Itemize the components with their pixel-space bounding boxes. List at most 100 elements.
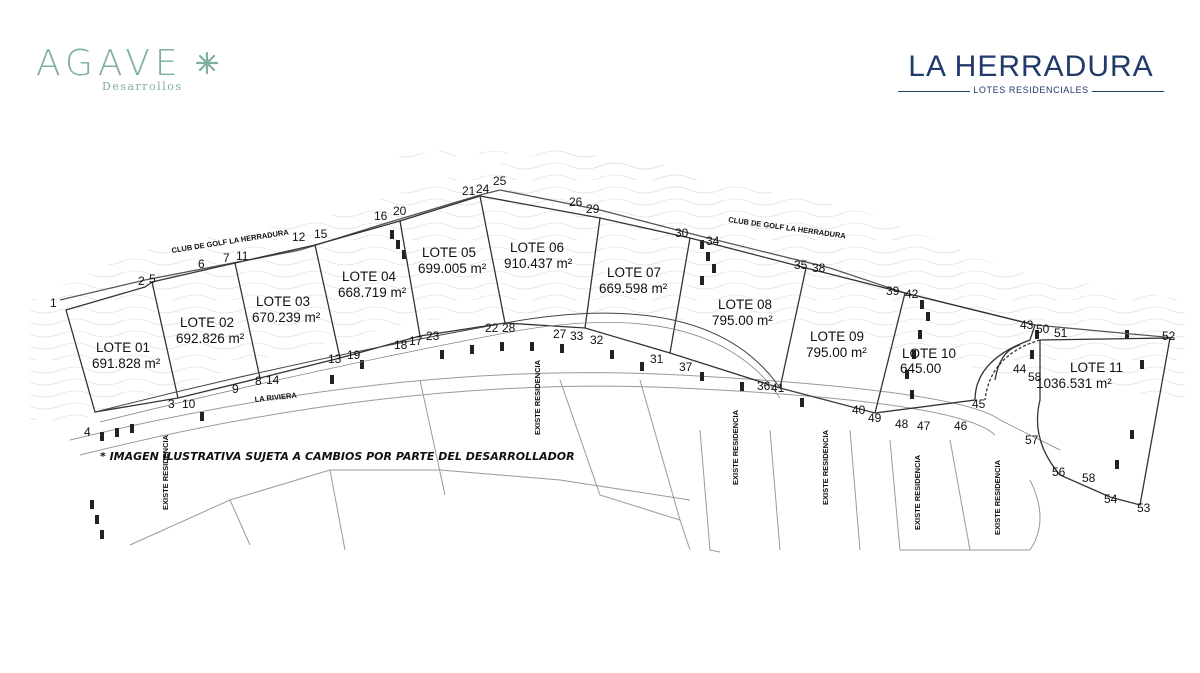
terrain-contours	[30, 150, 1185, 430]
inner-road-curve-2	[99, 321, 781, 423]
lot-09-area: 795.00 m²	[806, 345, 867, 360]
vertex-32: 32	[590, 333, 604, 347]
la-herradura-subtitle: LOTES RESIDENCIALES	[973, 85, 1089, 95]
la-herradura-title: LA HERRADURA	[908, 50, 1154, 83]
vertex-16: 16	[374, 209, 388, 223]
vertex-43: 43	[1020, 318, 1034, 332]
existe-residencia-2: EXISTE RESIDENCIA	[533, 359, 542, 435]
lot-01-area: 691.828 m²	[92, 356, 161, 371]
agave-wordmark: AGAVE	[36, 43, 183, 84]
vertex-25: 25	[493, 174, 507, 188]
vertex-28: 28	[502, 321, 516, 335]
vertex-31: 31	[650, 352, 664, 366]
existe-residencia-6: EXISTE RESIDENCIA	[993, 459, 1002, 535]
vertex-22: 22	[485, 321, 499, 335]
vertex-11: 11	[236, 249, 249, 263]
vertex-39: 39	[886, 284, 900, 298]
inner-road-curve	[94, 312, 876, 414]
vertex-58-a: 58	[1028, 370, 1042, 384]
logo-divider-right	[1092, 91, 1164, 92]
vertex-51: 51	[1054, 326, 1068, 340]
vertex-7: 7	[223, 251, 230, 265]
agave-logo: AGAVE Desarrollos	[36, 44, 226, 96]
vertex-27: 27	[553, 327, 567, 341]
lot-11-area: 1036.531 m²	[1036, 376, 1112, 391]
vertex-53: 53	[1137, 501, 1151, 515]
lot-04-area: 668.719 m²	[338, 285, 407, 300]
vertex-44: 44	[1013, 362, 1027, 376]
vertex-15: 15	[314, 227, 328, 241]
lot-04-name: LOTE 04	[342, 269, 397, 284]
vertex-13: 13	[328, 352, 342, 366]
vertex-41: 41	[771, 381, 785, 395]
vertex-37: 37	[679, 360, 693, 374]
vertex-38: 38	[812, 261, 826, 275]
vertex-52: 52	[1162, 329, 1176, 343]
lot-labels: LOTE 01 691.828 m² LOTE 02 692.826 m² LO…	[92, 240, 1123, 391]
vertex-3: 3	[168, 397, 175, 411]
lot-07-area: 669.598 m²	[599, 281, 668, 296]
vertex-33: 33	[570, 329, 584, 343]
lot-05-area: 699.005 m²	[418, 261, 487, 276]
existe-residencia-1: EXISTE RESIDENCIA	[161, 434, 170, 510]
lot-boundaries	[65, 195, 1171, 506]
lot-08-area: 795.00 m²	[712, 313, 773, 328]
lot-08-name: LOTE 08	[718, 297, 772, 312]
vertex-34: 34	[706, 234, 720, 248]
lot-09-name: LOTE 09	[810, 329, 864, 344]
vertex-1: 1	[50, 296, 57, 310]
vertex-50: 50	[1036, 322, 1050, 336]
existe-residencia-4: EXISTE RESIDENCIA	[821, 429, 830, 505]
vertex-21: 21	[462, 184, 476, 198]
vertex-30: 30	[675, 226, 689, 240]
vertex-58-b: 58	[1082, 471, 1096, 485]
vertex-40: 40	[852, 403, 866, 417]
existe-residencia-3: EXISTE RESIDENCIA	[731, 409, 740, 485]
vertex-48: 48	[895, 417, 909, 431]
agave-leaf-icon	[195, 51, 219, 75]
lot-02-name: LOTE 02	[180, 315, 234, 330]
vertex-4: 4	[84, 425, 91, 439]
vertex-19: 19	[347, 348, 361, 362]
vertex-2: 2	[138, 274, 145, 288]
vertex-56: 56	[1052, 465, 1066, 479]
logo-divider-left	[898, 91, 970, 92]
la-herradura-logo: LA HERRADURA LOTES RESIDENCIALES	[888, 50, 1174, 102]
vertex-49: 49	[868, 411, 882, 425]
vertex-24: 24	[476, 182, 490, 196]
vertex-23: 23	[426, 329, 440, 343]
lot-06-name: LOTE 06	[510, 240, 564, 255]
vertex-36: 36	[757, 379, 771, 393]
vertex-26: 26	[569, 195, 583, 209]
vertex-10: 10	[182, 397, 196, 411]
vertex-14: 14	[266, 373, 280, 387]
road-label-street: LA RIVIERA	[254, 391, 298, 404]
existing-residence-labels: EXISTE RESIDENCIA EXISTE RESIDENCIA EXIS…	[161, 359, 1002, 535]
agave-subtitle: Desarrollos	[102, 80, 183, 93]
vertex-46: 46	[954, 419, 968, 433]
existe-residencia-5: EXISTE RESIDENCIA	[913, 454, 922, 530]
vertex-45: 45	[972, 397, 986, 411]
vertex-20: 20	[393, 204, 407, 218]
disclaimer-text: * IMAGEN ILUSTRATIVA SUJETA A CAMBIOS PO…	[100, 450, 575, 463]
lot-11-name: LOTE 11	[1070, 360, 1123, 375]
lot-03-name: LOTE 03	[256, 294, 310, 309]
vertex-57: 57	[1025, 433, 1039, 447]
vertex-18: 18	[394, 338, 408, 352]
lot-05-name: LOTE 05	[422, 245, 476, 260]
lot-03-area: 670.239 m²	[252, 310, 321, 325]
vertex-12: 12	[292, 230, 306, 244]
vertex-labels: 1 2 3 4 5 6 7 8 9 10 11 12 13 14 15 16 1…	[50, 174, 1176, 515]
vertex-54: 54	[1104, 492, 1118, 506]
lot-01-name: LOTE 01	[96, 340, 150, 355]
lot-02-area: 692.826 m²	[176, 331, 245, 346]
vertex-42: 42	[905, 287, 919, 301]
vertex-35: 35	[794, 258, 808, 272]
vertex-8: 8	[255, 374, 262, 388]
lot-07-name: LOTE 07	[607, 265, 661, 280]
vertex-47: 47	[917, 419, 931, 433]
site-plan-map: CLUB DE GOLF LA HERRADURA CLUB DE GOLF L…	[30, 150, 1185, 553]
lot-06-area: 910.437 m²	[504, 256, 573, 271]
parking-marks	[90, 230, 1144, 539]
vertex-5: 5	[149, 272, 156, 286]
